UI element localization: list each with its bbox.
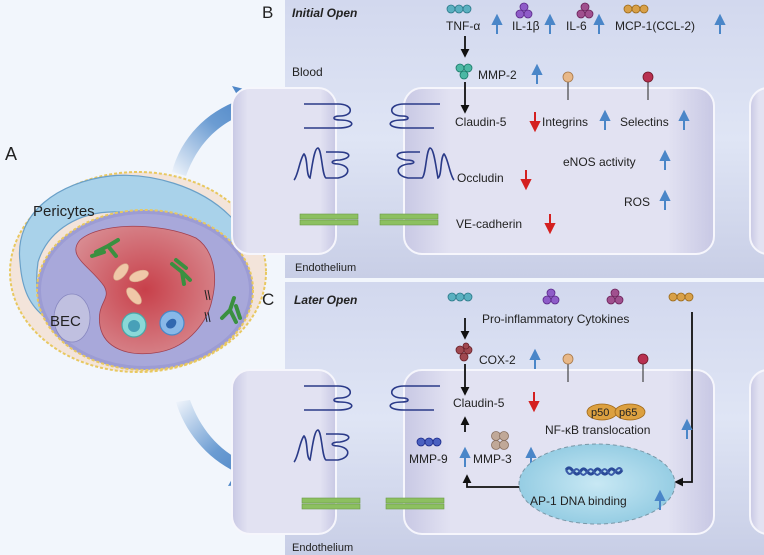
endothelial-cell-right	[749, 87, 764, 255]
claudin5-label-b: Claudin-5	[455, 115, 507, 129]
endothelium-label-b: Endothelium	[295, 262, 356, 274]
panel-b-label: B	[262, 3, 273, 22]
mmp9-label: MMP-9	[409, 452, 448, 466]
claudin-junction-b	[304, 103, 440, 129]
enos-label: eNOS activity	[563, 155, 636, 169]
pericytes-label: Pericytes	[33, 203, 95, 220]
panel-c-title: Later Open	[294, 293, 357, 307]
ve-cadherin-label: VE-cadherin	[456, 217, 522, 231]
occludin-junction-b	[293, 147, 455, 181]
panel-a: A Pericytes BEC	[5, 144, 267, 373]
mcp1-label: MCP-1(CCL-2)	[615, 19, 695, 33]
mmp3-molecule	[491, 431, 509, 450]
ap1-up-arrow-icon	[654, 489, 666, 510]
tight-junction-marks	[204, 289, 211, 323]
il1b-molecule	[515, 2, 533, 19]
mcp1-molecule	[623, 4, 649, 14]
cox2-up-arrow-icon	[529, 348, 541, 369]
cox2-label: COX-2	[479, 353, 516, 367]
claudin5-down-arrow-icon-b	[529, 112, 541, 133]
cytokine-to-ap1-arrow	[674, 312, 693, 487]
cox2-molecule	[455, 342, 473, 362]
il6-label: IL-6	[566, 19, 587, 33]
il6-molecule-c	[606, 288, 624, 305]
selectins-label: Selectins	[620, 115, 669, 129]
panel-divider	[285, 278, 764, 282]
claudin5-down-arrow-icon-c	[528, 392, 540, 413]
endothelial-cell-right-c	[749, 369, 764, 535]
mcp1-molecule-c	[668, 292, 694, 302]
tnf-alpha-molecule-c	[447, 292, 473, 302]
bec-label: BEC	[50, 313, 81, 330]
up-arrow-icons-cytokines-b	[491, 13, 726, 34]
ve-cadherin-down-arrow-icon	[544, 214, 556, 235]
ap1-nucleus	[518, 443, 676, 525]
selectin-receptor	[642, 71, 654, 100]
ap1-to-mmp-arrow	[462, 474, 520, 488]
leukocyte-cyan	[121, 312, 147, 338]
endothelium-label-c: Endothelium	[292, 542, 353, 554]
selectin-receptor-c	[637, 353, 649, 382]
leukocyte-blue	[159, 310, 185, 336]
integrin-receptor-c	[562, 353, 574, 382]
panel-b: B Initial Open Blood Endothelium TNF-α	[231, 0, 764, 278]
il1b-molecule-c	[542, 288, 560, 305]
mmp9-molecule	[416, 437, 442, 447]
nfkb-p50-p65: p50 p65	[586, 403, 646, 421]
ap1-label: AP-1 DNA binding	[530, 494, 627, 508]
endothelial-cell-left	[231, 87, 337, 255]
antibody-icons	[90, 238, 242, 324]
selectins-up-arrow-icon	[678, 109, 690, 130]
pro-inflammatory-cytokines-label: Pro-inflammatory Cytokines	[482, 312, 629, 326]
red-blood-cells	[113, 263, 149, 305]
integrin-receptor	[562, 71, 574, 100]
p50-label: p50	[591, 407, 609, 419]
tnf-alpha-label: TNF-α	[446, 19, 480, 33]
integrins-label: Integrins	[542, 115, 588, 129]
blood-label: Blood	[292, 65, 323, 79]
panel-a-label: A	[5, 144, 17, 164]
ros-label: ROS	[624, 195, 650, 209]
il6-molecule	[576, 2, 594, 19]
endothelial-cell-center	[403, 87, 715, 255]
occludin-junction-c	[293, 429, 350, 463]
mmp2-up-arrow-icon	[531, 63, 543, 84]
panel-b-title: Initial Open	[292, 6, 357, 20]
occludin-label: Occludin	[457, 171, 504, 185]
p65-label: p65	[619, 407, 637, 419]
claudin5-label-c: Claudin-5	[453, 396, 505, 410]
enos-up-arrow-icon	[659, 149, 671, 170]
mmp2-label: MMP-2	[478, 68, 517, 82]
panel-c-label: C	[262, 290, 274, 309]
mmp9-up-arrow-icon	[459, 446, 471, 467]
tnf-alpha-molecule	[446, 4, 472, 14]
bec-nucleus	[53, 293, 91, 343]
panel-c: C Later Open Endothelium	[231, 282, 764, 555]
endothelial-cell-left-c	[231, 369, 337, 535]
ve-cadherin-junction-b	[299, 213, 439, 226]
nfkb-up-arrow-icon	[681, 418, 693, 439]
integrins-up-arrow-icon	[599, 109, 611, 130]
ve-cadherin-junction-c	[301, 497, 445, 510]
il1b-label: IL-1β	[512, 19, 540, 33]
ros-up-arrow-icon	[659, 189, 671, 210]
claudin-junction-c	[304, 385, 440, 411]
nfkb-label: NF-κB translocation	[545, 423, 650, 437]
mmp3-label: MMP-3	[473, 452, 512, 466]
occludin-down-arrow-icon	[520, 170, 532, 191]
mmp2-molecule	[455, 63, 473, 80]
